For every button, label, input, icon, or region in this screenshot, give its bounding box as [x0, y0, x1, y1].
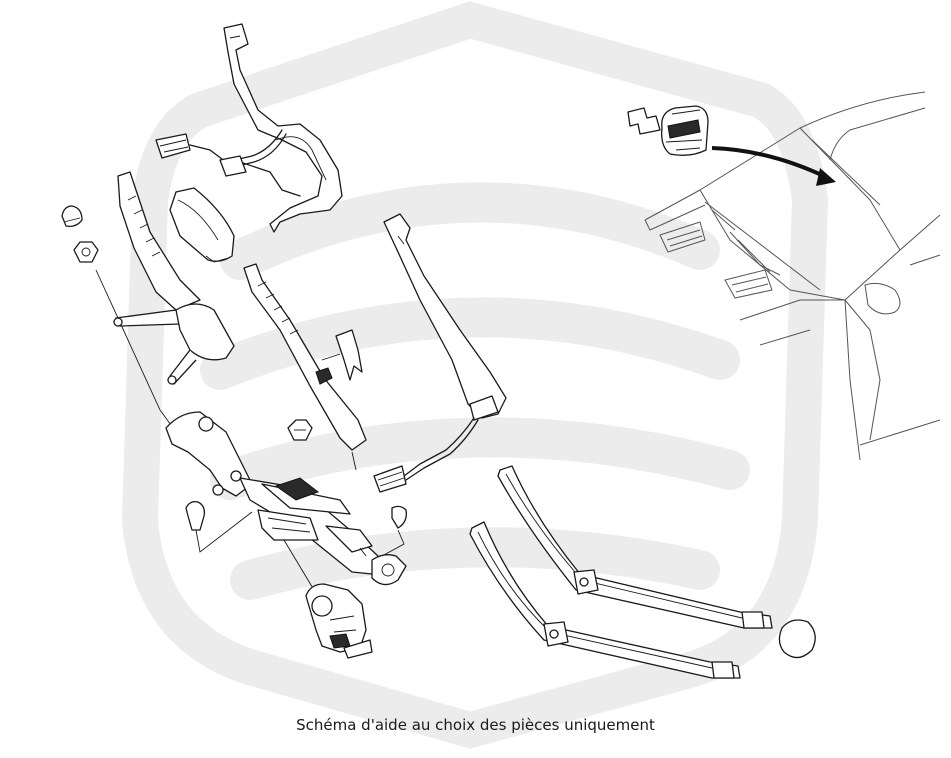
hex-nut: [73, 241, 161, 411]
wiper-linkage: [159, 409, 407, 586]
car-outline: [644, 91, 941, 461]
wiper-arm-right: [373, 213, 507, 493]
wiper-arm-top: [155, 23, 343, 233]
bolt-left: [185, 500, 253, 553]
wiper-arm-center: [243, 263, 367, 471]
diagram-caption: Schéma d'aide au choix des pièces unique…: [296, 716, 655, 734]
wiper-motor: [283, 539, 373, 659]
connector-detail: [627, 105, 836, 186]
wiper-arm-left: [113, 171, 235, 385]
bolt-right: [381, 505, 407, 557]
wiper-blade-upper: [497, 465, 816, 659]
center-nut: [287, 419, 313, 441]
wiper-blade-lower: [469, 521, 741, 679]
cap-nut: [61, 205, 83, 228]
cover-piece: [169, 187, 235, 263]
